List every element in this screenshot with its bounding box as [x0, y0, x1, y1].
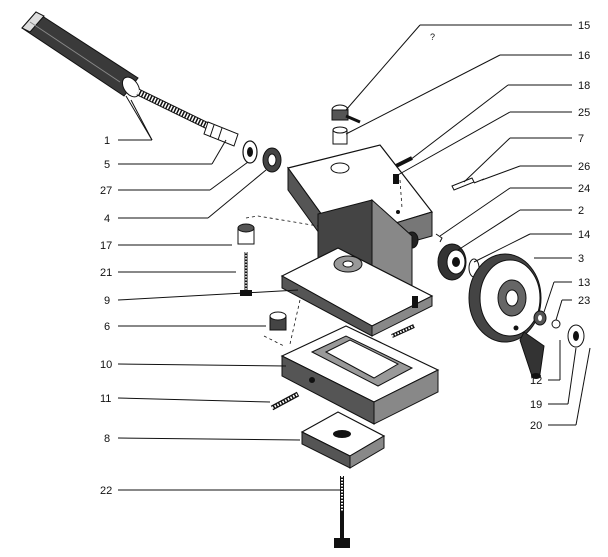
knob-nut-part [533, 310, 547, 326]
callout-7: 7 [578, 133, 584, 145]
stray-mark: ? [430, 32, 435, 42]
callout-1: 1 [104, 135, 110, 147]
bushing-part [332, 126, 348, 145]
callout-15: 15 [578, 20, 590, 32]
base-cross-slide [280, 325, 440, 425]
bolt-21-part [240, 252, 252, 296]
callout-5: 5 [104, 159, 110, 171]
collar-part [242, 140, 258, 164]
callout-27: 27 [100, 185, 112, 197]
callout-11: 11 [100, 393, 111, 405]
cap-part [567, 324, 585, 348]
callout-4: 4 [104, 213, 110, 225]
nut-part [262, 147, 282, 173]
knob-handle-part [519, 331, 545, 379]
callout-24: 24 [578, 183, 590, 195]
long-bolt-part [334, 476, 350, 548]
callout-18: 18 [578, 80, 590, 92]
pin-part [451, 177, 475, 191]
leader-lines-right [345, 24, 591, 426]
nut-6-part [269, 311, 287, 331]
clip-part [435, 233, 443, 243]
handle-part [21, 11, 141, 98]
clamp-plate [300, 411, 386, 469]
callout-22: 22 [100, 485, 112, 497]
gear-part [437, 243, 467, 281]
callout-20: 20 [530, 420, 542, 432]
lead-screw-part [136, 88, 239, 147]
callout-25: 25 [578, 107, 590, 119]
callout-17: 17 [100, 240, 112, 252]
leader-lines-left [117, 95, 340, 491]
screw-11-part [270, 391, 300, 411]
callout-26: 26 [578, 161, 590, 173]
bushing-17-part [237, 223, 255, 245]
callout-14: 14 [578, 229, 590, 241]
lock-lever-part [331, 104, 361, 124]
callout-8: 8 [104, 433, 110, 445]
callout-9: 9 [104, 295, 110, 307]
callout-19: 19 [530, 399, 542, 411]
callout-3: 3 [578, 253, 584, 265]
callout-13: 13 [578, 277, 590, 289]
callout-labels: 15 16 18 25 7 26 24 2 14 3 13 23 12 19 2… [100, 20, 590, 497]
callout-10: 10 [100, 359, 112, 371]
screw-25-part [393, 174, 399, 184]
callout-16: 16 [578, 50, 590, 62]
callout-12: 12 [530, 375, 542, 387]
handwheel-part [468, 253, 542, 343]
gib-screw-part [391, 324, 415, 338]
callout-21: 21 [100, 267, 112, 279]
saddle-plate [280, 247, 434, 337]
callout-6: 6 [104, 321, 110, 333]
callout-2: 2 [578, 205, 584, 217]
washer-23-part [551, 319, 561, 329]
screw-18-part [395, 156, 413, 168]
callout-23: 23 [578, 295, 590, 307]
